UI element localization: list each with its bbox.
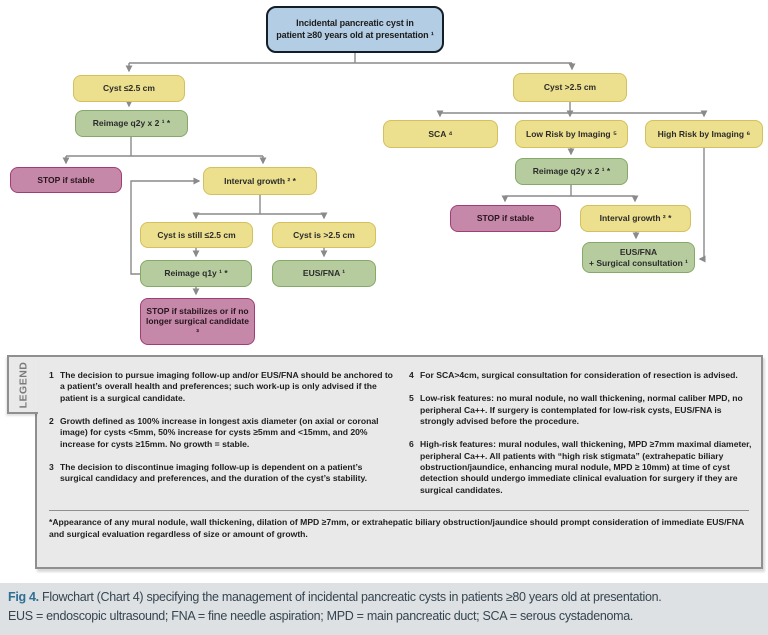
legend-item-6: 6 High-risk features: mural nodules, wal… (409, 439, 753, 496)
flow-connectors (62, 53, 708, 296)
figure-label: Fig 4. (8, 590, 39, 604)
legend-item-1-num: 1 (49, 370, 54, 380)
node-interval-growth-left: Interval growth ² * (203, 167, 317, 195)
node-low-risk-imaging: Low Risk by Imaging ⁵ (515, 120, 628, 148)
legend-item-5-num: 5 (409, 393, 414, 404)
node-reimage-q2y-right: Reimage q2y x 2 ¹ * (515, 158, 628, 185)
legend-item-1: 1 The decision to pursue imaging follow-… (49, 370, 393, 404)
node-sca: SCA ⁴ (383, 120, 498, 148)
legend-item-2-text: Growth defined as 100% increase in longe… (60, 416, 379, 449)
caption-line1: Fig 4. Flowchart (Chart 4) specifying th… (8, 588, 760, 607)
legend-item-4-text: For SCA>4cm, surgical consultation for c… (420, 370, 738, 380)
legend-item-4: 4 For SCA>4cm, surgical consultation for… (409, 370, 753, 381)
legend-item-2: 2 Growth defined as 100% increase in lon… (49, 416, 393, 450)
node-eus-fna-surgical-consultation: EUS/FNA + Surgical consultation ¹ (582, 242, 695, 273)
legend-item-6-num: 6 (409, 439, 414, 450)
node-interval-growth-right: Interval growth ² * (580, 205, 691, 232)
caption-line1-text: Flowchart (Chart 4) specifying the manag… (38, 590, 662, 604)
legend-item-2-num: 2 (49, 416, 54, 427)
node-incidental-cyst: Incidental pancreatic cyst in patient ≥8… (266, 6, 444, 53)
node-incidental-cyst-line1: Incidental pancreatic cyst in (296, 18, 414, 29)
node-stop-if-stable-right: STOP if stable (450, 205, 561, 232)
legend-item-1-text: The decision to pursue imaging follow-up… (60, 370, 393, 403)
legend-item-5-text: Low-risk features: no mural nodule, no w… (420, 393, 743, 427)
node-stop-if-stabilizes: STOP if stabilizes or if no longer surgi… (140, 298, 255, 345)
caption-bar: Fig 4. Flowchart (Chart 4) specifying th… (0, 583, 768, 635)
node-incidental-cyst-line2: patient ≥80 years old at presentation ¹ (276, 29, 434, 40)
legend-item-3-num: 3 (49, 462, 54, 473)
node-cyst-gt-2-5: Cyst >2.5 cm (513, 73, 627, 102)
legend-footnote: *Appearance of any mural nodule, wall th… (49, 517, 744, 539)
legend-column-left: 1 The decision to pursue imaging follow-… (49, 370, 393, 508)
flowchart: Incidental pancreatic cyst in patient ≥8… (10, 6, 763, 345)
node-stop-if-stable-left: STOP if stable (10, 167, 122, 193)
legend-item-3-text: The decision to discontinue imaging foll… (60, 462, 368, 484)
node-high-risk-imaging: High Risk by Imaging ⁶ (645, 120, 763, 148)
legend-box: 1 The decision to pursue imaging follow-… (35, 355, 763, 569)
legend-tab: LEGEND (7, 355, 38, 414)
node-cyst-still-le-2-5: Cyst is still ≤2.5 cm (140, 222, 253, 248)
legend-item-3: 3 The decision to discontinue imaging fo… (49, 462, 393, 485)
legend-column-right: 4 For SCA>4cm, surgical consultation for… (409, 370, 753, 508)
node-eus-fna-surg-line2: + Surgical consultation ¹ (589, 257, 688, 268)
node-reimage-q2y-left: Reimage q2y x 2 ¹ * (75, 110, 188, 137)
legend-separator (49, 510, 749, 512)
node-reimage-q1y: Reimage q1y ¹ * (140, 260, 252, 287)
node-cyst-le-2-5: Cyst ≤2.5 cm (73, 75, 185, 102)
node-eus-fna: EUS/FNA ¹ (272, 260, 376, 287)
legend-item-5: 5 Low-risk features: no mural nodule, no… (409, 393, 753, 427)
legend-title: LEGEND (17, 361, 30, 408)
node-cyst-gt-2-5-mid: Cyst is >2.5 cm (272, 222, 376, 248)
legend-item-6-text: High-risk features: mural nodules, wall … (420, 439, 752, 495)
legend-item-4-num: 4 (409, 370, 414, 380)
caption-line2: EUS = endoscopic ultrasound; FNA = fine … (8, 608, 634, 623)
node-eus-fna-surg-line1: EUS/FNA (619, 246, 658, 257)
